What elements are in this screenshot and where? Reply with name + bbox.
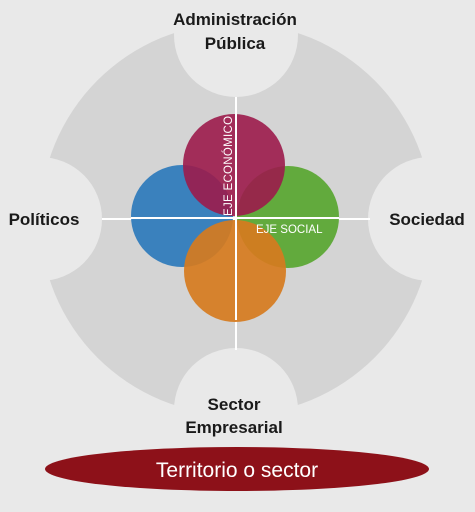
stakeholder-bottom-line1: Sector <box>208 395 261 414</box>
footer-label: Territorio o sector <box>156 459 318 482</box>
top-circle <box>183 114 285 216</box>
stakeholder-bottom-line2: Empresarial <box>185 418 282 437</box>
stakeholder-left: Políticos <box>9 210 80 229</box>
stakeholder-top-line2: Pública <box>205 34 266 53</box>
footer-ellipse <box>45 447 429 491</box>
stakeholder-top-line1: Administración <box>173 10 297 29</box>
economic-axis-label: EJE ECONÓMICO <box>222 116 235 216</box>
social-axis-label: EJE SOCIAL <box>256 224 323 236</box>
stakeholder-right: Sociedad <box>389 210 465 229</box>
